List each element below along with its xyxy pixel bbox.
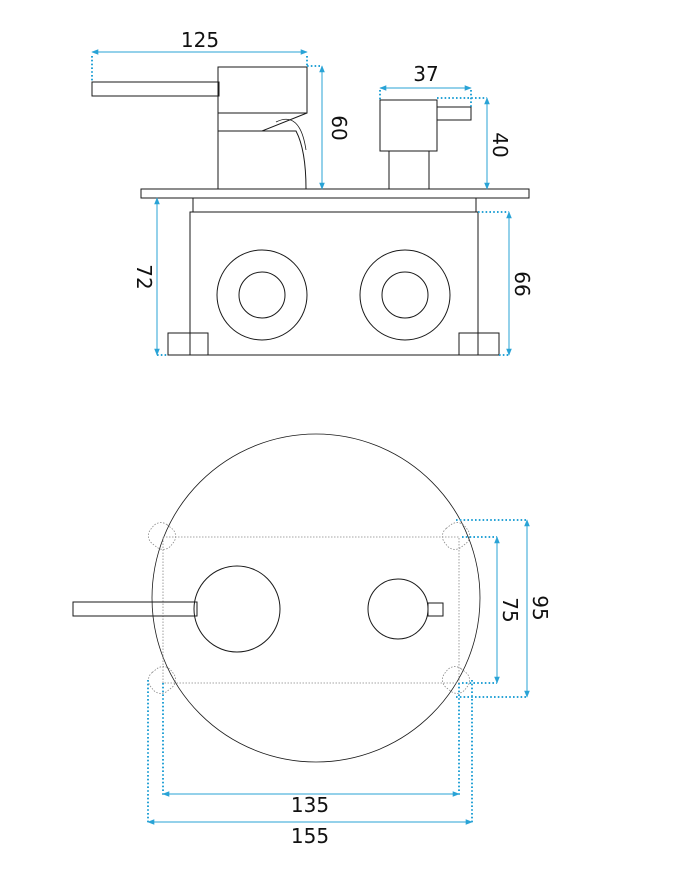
round-cover-plate	[151, 433, 481, 763]
dim-knob-width-label: 37	[413, 62, 438, 86]
diverter-knob	[379, 99, 472, 190]
right-cartridge	[359, 249, 451, 341]
dim-mount-height-outer-label: 95	[528, 595, 552, 620]
dim-mount-width-inner: 135	[162, 683, 460, 817]
dim-handle-height: 60	[307, 65, 351, 190]
cover-plate	[140, 188, 530, 199]
right-foot	[458, 332, 500, 356]
front-diverter-knob	[367, 578, 444, 640]
dim-body-right-height-label: 66	[510, 271, 534, 296]
dim-body-right-height: 66	[478, 211, 534, 356]
dim-mount-width-outer-label: 155	[291, 824, 329, 848]
dim-mount-width-outer: 155	[147, 680, 473, 848]
dim-mount-width-inner-label: 135	[291, 793, 329, 817]
dim-knob-width: 37	[379, 62, 472, 107]
dim-mount-height-inner-label: 75	[498, 597, 522, 622]
front-view: 75 95 135 155	[72, 433, 552, 848]
dim-mount-height-outer: 95	[456, 519, 552, 698]
housing-flange	[192, 197, 477, 213]
left-cartridge	[216, 249, 308, 341]
dim-body-left-height-label: 72	[132, 264, 156, 289]
front-mixer-lever	[72, 565, 281, 653]
dim-knob-height: 40	[437, 97, 512, 190]
dim-lever-width: 125	[91, 28, 308, 82]
left-foot	[167, 332, 209, 356]
dim-mount-height-inner: 75	[462, 536, 522, 684]
housing-body	[189, 211, 479, 356]
hidden-housing-outline	[162, 536, 460, 684]
dim-lever-width-label: 125	[181, 28, 219, 52]
side-view: 125 60 37 40 72	[91, 28, 534, 356]
mixer-lever	[91, 66, 308, 190]
dim-body-left-height: 72	[132, 197, 168, 356]
dim-knob-height-label: 40	[488, 132, 512, 157]
dim-handle-height-label: 60	[327, 115, 351, 140]
